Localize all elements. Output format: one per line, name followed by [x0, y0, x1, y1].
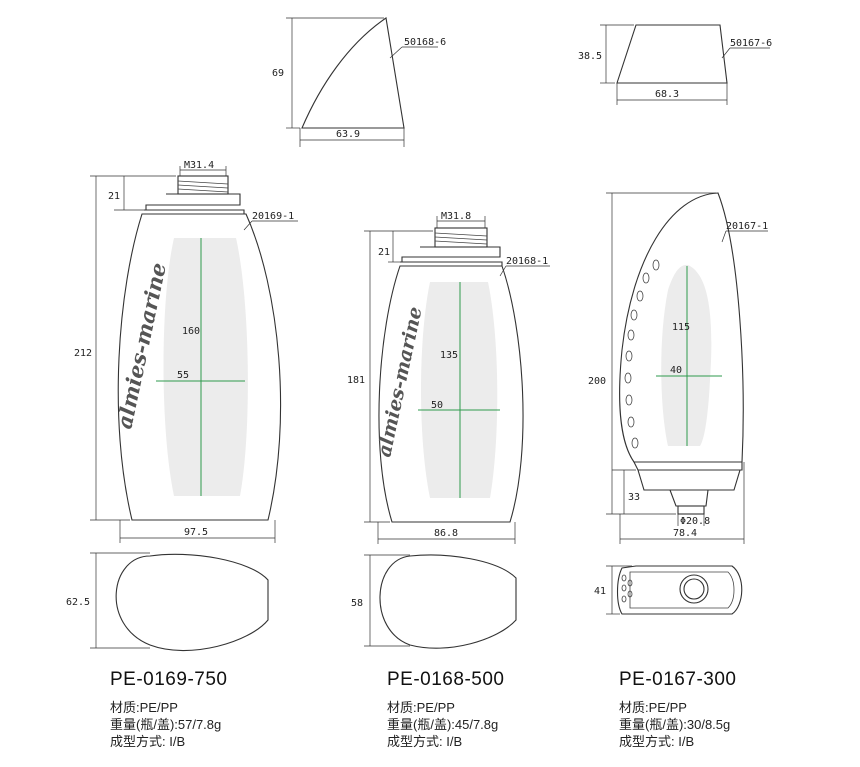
weight-spec: 重量(瓶/盖):57/7.8g: [110, 717, 222, 732]
bottle-0167-depth: 41: [594, 586, 606, 597]
bottle-0169-label-width: 55: [177, 370, 189, 381]
cap-50168-drawing: 69 63.9 50168-6: [272, 17, 446, 147]
weight-spec: 重量(瓶/盖):45/7.8g: [387, 717, 499, 732]
bottle-0168-label-width: 50: [431, 400, 443, 411]
bottle-0167-drawing: 115 40 200 33 Φ20.8 78.4 20167-1: [588, 192, 768, 615]
product-card-0167: PE-0167-300 材质:PE/PP 重量(瓶/盖):30/8.5g 成型方…: [619, 669, 736, 750]
bottle-0169-thread: M31.4: [184, 160, 214, 171]
bottle-0167-cap-height: 33: [628, 492, 640, 503]
weight-spec: 重量(瓶/盖):30/8.5g: [619, 717, 731, 732]
bottle-0168-drawing: 135 50 almies-marine M31.8 21 181 86.8 2…: [347, 211, 550, 649]
bottle-0169-neck: 21: [108, 191, 120, 202]
bottle-0167-code: 20167-1: [726, 221, 768, 232]
bottle-0169-code: 20169-1: [252, 211, 294, 222]
bottle-0168-height: 181: [347, 375, 365, 386]
cap-50167-code: 50167-6: [730, 38, 772, 49]
cap-50167-drawing: 38.5 68.3 50167-6: [578, 24, 772, 105]
product-card-0168: PE-0168-500 材质:PE/PP 重量(瓶/盖):45/7.8g 成型方…: [387, 669, 504, 750]
cap-50168-code: 50168-6: [404, 37, 446, 48]
model-number: PE-0167-300: [619, 669, 737, 690]
material-spec: 材质:PE/PP: [619, 700, 687, 715]
bottle-0169-depth: 62.5: [66, 597, 90, 608]
bottle-0168-depth: 58: [351, 598, 363, 609]
bottle-0169-brand: almies-marine: [111, 260, 171, 431]
bottle-0168-code: 20168-1: [506, 256, 548, 267]
process-spec: 成型方式: I/B: [619, 734, 695, 749]
material-spec: 材质:PE/PP: [110, 700, 178, 715]
cap-50167-height: 38.5: [578, 51, 602, 62]
cap-50168-height: 69: [272, 68, 284, 79]
bottle-0167-label-width: 40: [670, 365, 682, 376]
process-spec: 成型方式: I/B: [110, 734, 186, 749]
process-spec: 成型方式: I/B: [387, 734, 463, 749]
bottle-0167-orifice: Φ20.8: [680, 516, 710, 527]
cap-50167-width: 68.3: [655, 89, 679, 100]
model-number: PE-0168-500: [387, 669, 505, 690]
bottle-0168-brand: almies-marine: [373, 305, 426, 459]
material-spec: 材质:PE/PP: [387, 700, 455, 715]
product-card-0169: PE-0169-750 材质:PE/PP 重量(瓶/盖):57/7.8g 成型方…: [110, 669, 227, 750]
bottle-0169-label-height: 160: [182, 326, 200, 337]
bottle-0168-neck: 21: [378, 247, 390, 258]
bottle-0168-width: 86.8: [434, 528, 458, 539]
bottle-0169-drawing: 160 55 almies-marine M31.4 21 212 97.5 2…: [66, 160, 298, 652]
bottle-0167-label-height: 115: [672, 322, 690, 333]
bottle-0167-width: 78.4: [673, 528, 697, 539]
cap-50168-width: 63.9: [336, 129, 360, 140]
bottle-0169-height: 212: [74, 348, 92, 359]
bottle-0168-thread: M31.8: [441, 211, 471, 222]
bottle-0169-width: 97.5: [184, 527, 208, 538]
bottle-0167-height: 200: [588, 376, 606, 387]
model-number: PE-0169-750: [110, 669, 228, 690]
bottle-0168-label-height: 135: [440, 350, 458, 361]
